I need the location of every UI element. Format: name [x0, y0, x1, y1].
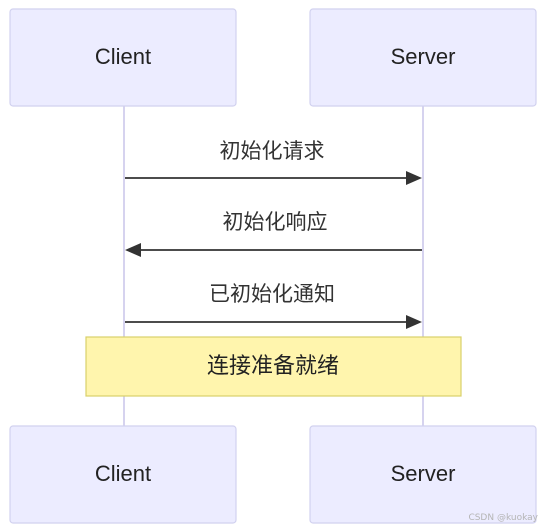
client-actor-top-label: Client [95, 44, 151, 69]
message-initialized-notification: 已初始化通知 [125, 282, 422, 329]
note-text: 连接准备就绪 [207, 354, 339, 379]
client-actor-bottom: Client [9, 425, 237, 524]
right-arrowhead-icon [406, 171, 422, 185]
client-actor-top-box [9, 8, 237, 107]
server-actor-top: Server [309, 8, 537, 107]
message-initialize-request: 初始化请求 [125, 139, 422, 185]
server-actor-bottom-box [309, 425, 537, 524]
server-actor-bottom-label: Server [391, 461, 456, 486]
client-actor-top: Client [9, 8, 237, 107]
left-arrowhead-icon [125, 243, 141, 257]
client-actor-bottom-box [9, 425, 237, 524]
note-connection-ready: 连接准备就绪 [85, 336, 462, 397]
note-box [85, 336, 462, 397]
server-actor-top-label: Server [391, 44, 456, 69]
server-actor-bottom: Server [309, 425, 537, 524]
right-arrowhead-icon [406, 315, 422, 329]
message-initialize-response: 初始化响应 [125, 210, 422, 257]
watermark: CSDN @kuokay [468, 513, 538, 523]
message-initialize-response-label: 初始化响应 [223, 210, 328, 234]
client-actor-bottom-label: Client [95, 461, 151, 486]
message-initialize-request-label: 初始化请求 [220, 139, 325, 163]
message-initialized-notification-label: 已初始化通知 [209, 282, 335, 306]
server-actor-top-box [309, 8, 537, 107]
